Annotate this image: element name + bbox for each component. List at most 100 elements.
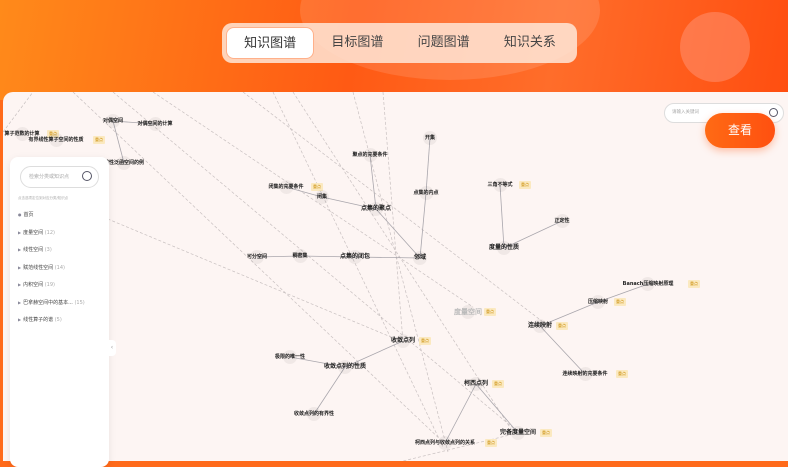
graph-node[interactable]: 收敛点列 <box>390 334 416 348</box>
graph-edge <box>354 256 421 259</box>
graph-node[interactable]: 有界线性算子空间的性质 <box>28 133 84 147</box>
graph-node[interactable]: 对偶空间的计算 <box>137 117 173 131</box>
sidebar-item[interactable]: ▶度量空间 (12) <box>18 229 55 236</box>
graph-edge <box>313 366 346 415</box>
graph-node[interactable]: 度量的性质 <box>488 241 520 255</box>
key-point-badge: 重点 <box>616 370 628 378</box>
dot-icon: ● <box>18 212 22 217</box>
key-point-badge: 重点 <box>47 130 59 138</box>
search-icon[interactable] <box>82 171 92 181</box>
tab-knowledge-graph[interactable]: 知识图谱 <box>226 27 315 59</box>
collapse-sidebar-button[interactable]: ‹ <box>108 340 116 356</box>
key-point-badge: 重点 <box>485 439 497 447</box>
graph-node[interactable]: 点集的聚点 <box>360 202 392 216</box>
graph-canvas[interactable]: 算子范数的计算重点有界线性算子空间的性质重点对偶空间对偶空间的计算线性泛函空间的… <box>3 92 788 461</box>
caret-right-icon: ▶ <box>18 282 22 287</box>
graph-edge <box>299 255 356 258</box>
graph-node[interactable]: 收敛点列的有界性 <box>293 407 335 421</box>
sidebar-item-label: 首页 <box>23 212 34 218</box>
graph-node[interactable]: 连续映射 <box>527 319 553 333</box>
sidebar-item-count: (15) <box>74 299 85 306</box>
sidebar-search-placeholder: 检索分类或知识点 <box>29 174 70 180</box>
sidebar-item[interactable]: ▶线性空间 (3) <box>18 246 52 253</box>
graph-edge <box>503 220 563 249</box>
graph-edge <box>475 383 519 434</box>
graph-node[interactable]: 连续映射的充要条件 <box>562 367 608 381</box>
graph-node[interactable]: 三角不等式 <box>487 178 513 192</box>
sidebar-item-count: (14) <box>54 264 65 271</box>
sidebar-item-label: 度量空间 <box>23 229 44 236</box>
sidebar-item-count: (12) <box>44 229 55 236</box>
key-point-badge: 重点 <box>419 337 431 345</box>
sidebar-item[interactable]: ▶线性算子的谱 (5) <box>18 316 62 323</box>
graph-node[interactable]: 极限的唯一性 <box>274 350 306 364</box>
graph-edge <box>444 383 477 444</box>
graph-edge <box>289 356 346 368</box>
graph-dashed-edge <box>382 92 404 343</box>
sidebar-item-label: 线性空间 <box>23 247 44 253</box>
graph-node[interactable]: 对偶空间 <box>102 114 124 128</box>
graph-node[interactable]: 闭集 <box>314 190 330 204</box>
graph-edge <box>539 325 586 375</box>
key-point-badge: 重点 <box>556 322 568 330</box>
graph-dashed-edge <box>272 92 444 448</box>
graph-edge <box>321 196 377 210</box>
graph-node[interactable]: 点集的闭包 <box>339 250 371 264</box>
caret-right-icon: ▶ <box>18 299 22 305</box>
sidebar-item[interactable]: ●首页 <box>18 211 34 218</box>
graph-edge <box>256 255 301 258</box>
graph-edges <box>3 92 649 461</box>
graph-node[interactable]: 完备度量空间 <box>499 426 537 440</box>
search-icon[interactable] <box>769 108 778 117</box>
graph-edge <box>597 283 649 303</box>
graph-edge <box>499 184 505 249</box>
tab-goal-graph[interactable]: 目标图谱 <box>331 35 384 50</box>
key-point-badge: 重点 <box>484 308 496 316</box>
caret-right-icon: ▶ <box>18 317 22 322</box>
tab-knowledge-relation[interactable]: 知识关系 <box>503 35 556 50</box>
graph-node[interactable]: 稠密集 <box>292 249 308 263</box>
graph-edge <box>112 120 156 125</box>
tab-problem-graph[interactable]: 问题图谱 <box>417 35 470 50</box>
graph-dashed-edge <box>242 92 544 323</box>
sidebar-search-input[interactable]: 检索分类或知识点 <box>20 166 99 188</box>
graph-node[interactable]: 聚点的充要条件 <box>352 148 388 162</box>
sidebar-item-count: (19) <box>44 282 55 288</box>
graph-node[interactable]: 柯西点列 <box>463 377 489 391</box>
sidebar-item-count: (3) <box>44 247 52 253</box>
graph-search-placeholder: 请输入关键词 <box>672 110 699 115</box>
graph-dashed-edge <box>292 92 514 433</box>
graph-node[interactable]: 线性泛函空间的例 <box>103 156 145 170</box>
graph-dashed-edge <box>152 92 474 308</box>
sidebar-hint: 点击选项定位到对应分类/知识点 <box>18 196 69 200</box>
graph-tabs: 知识图谱 目标图谱 问题图谱 知识关系 <box>222 23 577 63</box>
sidebar-item[interactable]: ▶内积空间 (19) <box>18 281 55 288</box>
sidebar-item-label: 巴拿赫空间中的基本... <box>23 299 73 306</box>
caret-right-icon: ▶ <box>18 264 22 270</box>
caret-right-icon: ▶ <box>18 247 22 252</box>
graph-dashed-edge <box>112 92 519 433</box>
graph-node[interactable]: 度量空间 <box>454 305 482 319</box>
graph-node[interactable]: 收敛点列的性质 <box>323 360 367 374</box>
graph-node[interactable]: 点集的内点 <box>413 186 439 200</box>
graph-node[interactable]: Banach压缩映射原理 <box>622 277 674 291</box>
graph-node[interactable]: 可分空间 <box>246 250 268 264</box>
graph-node[interactable]: 邻域 <box>412 251 428 265</box>
view-button[interactable]: 查看 <box>705 113 775 148</box>
graph-edge <box>425 137 431 194</box>
graph-node[interactable]: 正定性 <box>554 214 570 228</box>
sidebar-item[interactable]: ▶巴拿赫空间中的基本... (15) <box>18 299 85 306</box>
graph-node[interactable]: 闭集的充要条件 <box>268 180 304 194</box>
key-point-badge: 重点 <box>311 183 323 191</box>
graph-node[interactable]: 开集 <box>422 131 438 145</box>
graph-node[interactable]: 压缩映射 <box>587 295 609 309</box>
graph-dashed-edge <box>402 432 519 461</box>
sidebar-item-label: 内积空间 <box>23 282 44 288</box>
sidebar-item[interactable]: ▶赋范线性空间 (14) <box>18 264 65 271</box>
graph-edge <box>112 120 125 164</box>
key-point-badge: 重点 <box>540 429 552 437</box>
graph-node[interactable]: 柯西点列与收敛点列的关系 <box>414 436 476 450</box>
graph-node[interactable]: 算子范数的计算 <box>4 127 40 141</box>
sidebar-item-label: 线性算子的谱 <box>23 317 54 323</box>
graph-dashed-edge <box>352 92 449 453</box>
